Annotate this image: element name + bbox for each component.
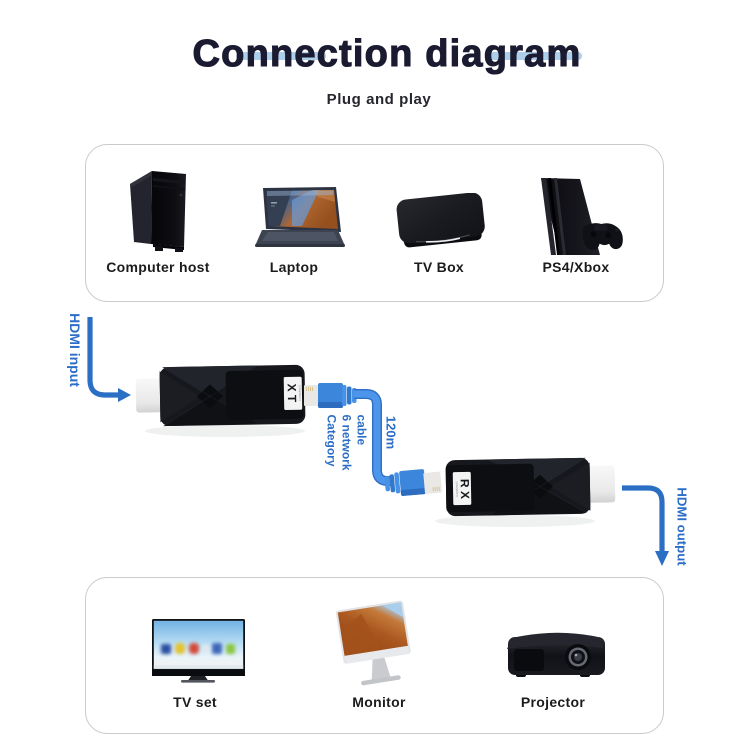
svg-text:120M(396FT): 120M(396FT) (298, 385, 302, 401)
svg-text:R X: R X (458, 479, 472, 499)
svg-text:X T: X T (285, 383, 299, 403)
svg-text:120M(396FT): 120M(396FT) (455, 481, 459, 497)
